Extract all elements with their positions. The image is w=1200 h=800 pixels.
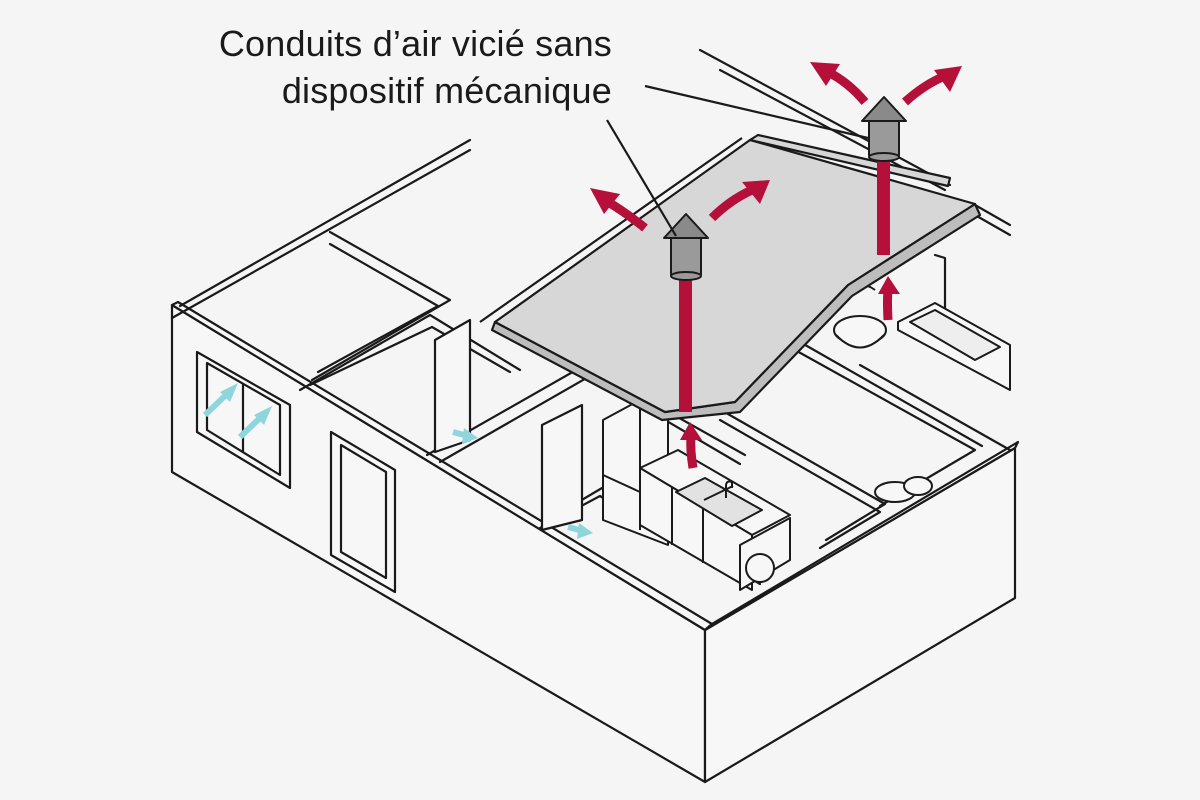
exhaust-duct-right (877, 155, 890, 255)
wall-top-right (703, 440, 1020, 632)
roof-vent-cap-left (663, 213, 709, 281)
exhaust-arrow-left-2 (708, 185, 754, 222)
left-room-wall (310, 230, 452, 382)
exhaust-duct-left (679, 272, 692, 412)
faucet (725, 480, 733, 498)
exhaust-arrow-left-1 (605, 198, 648, 232)
fresh-air-arrow-window-2 (237, 413, 265, 440)
callout-caption: Conduits d’air vicié sans dispositif méc… (150, 20, 612, 114)
exhaust-arrow-right-2 (901, 71, 947, 106)
sink (675, 477, 763, 527)
partition-wall-1 (298, 313, 522, 392)
interior-door-2 (540, 403, 584, 532)
front-door (339, 443, 388, 580)
roof-vent-cap-right (861, 96, 907, 162)
back-left-wall (170, 148, 472, 320)
far-right-wall (858, 363, 1012, 452)
callout-line-left (606, 119, 677, 237)
roof-slab (493, 138, 977, 414)
caption-line-2: dispositif mécanique (281, 70, 612, 111)
caption-line-1: Conduits d’air vicié sans (218, 23, 612, 64)
exhaust-arrow-up-kitchen (686, 435, 698, 469)
exhaust-arrow-right-1 (825, 67, 869, 105)
fresh-air-arrow-window-1 (202, 390, 231, 418)
exhaust-arrow-up-bath (883, 289, 893, 321)
partition-wall-3 (718, 418, 882, 550)
callout-line-right (644, 84, 869, 140)
